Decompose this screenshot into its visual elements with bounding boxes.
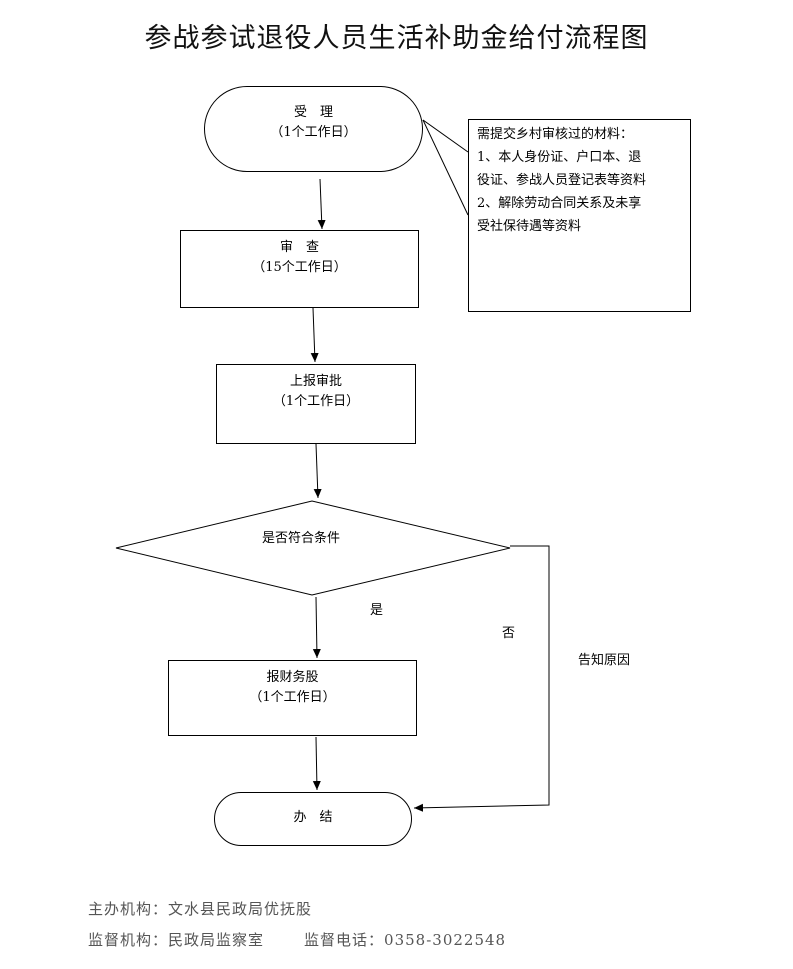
footer-supervisor: 监督机构：民政局监察室 监督电话：0358-3022548 bbox=[88, 929, 506, 950]
notify-reason-label: 告知原因 bbox=[578, 653, 631, 668]
page-title: 参战参试退役人员生活补助金给付流程图 bbox=[144, 23, 649, 54]
note-line-2: 1、本人身份证、户口本、退 bbox=[477, 150, 642, 165]
note-callout-line-bottom bbox=[422, 119, 469, 216]
step-done: 办 结 bbox=[214, 792, 412, 846]
footer-phone-value: 0358-3022548 bbox=[384, 931, 507, 949]
footer-host: 主办机构：文水县民政局优抚股 bbox=[88, 898, 312, 919]
arrow-yes-to-finance bbox=[312, 596, 321, 659]
footer-host-value: 文水县民政局优抚股 bbox=[168, 900, 313, 918]
step-review-days: （15个工作日） bbox=[252, 260, 347, 275]
arrow-report-to-decision bbox=[313, 443, 322, 499]
step-report-label: 上报审批 bbox=[289, 374, 342, 389]
footer-phone-label: 监督电话： bbox=[304, 931, 385, 949]
step-report-days: （1个工作日） bbox=[272, 394, 360, 409]
step-finance-label: 报财务股 bbox=[266, 670, 319, 685]
footer-supervisor-label: 监督机构： bbox=[88, 931, 169, 949]
arrow-accept-to-review bbox=[317, 178, 326, 230]
footer-host-label: 主办机构： bbox=[88, 900, 169, 918]
step-done-label: 办 结 bbox=[293, 810, 333, 825]
step-finance: 报财务股 （1个工作日） bbox=[168, 660, 417, 736]
step-accept-label: 受 理 bbox=[293, 105, 333, 120]
step-accept-days: （1个工作日） bbox=[270, 125, 357, 140]
arrow-review-to-report bbox=[310, 307, 319, 363]
materials-note: 需提交乡村审核过的材料： 1、本人身份证、户口本、退 役证、参战人员登记表等资料… bbox=[468, 119, 691, 312]
branch-yes-label: 是 bbox=[370, 603, 384, 618]
step-finance-days: （1个工作日） bbox=[249, 690, 336, 705]
decision-label: 是否符合条件 bbox=[262, 531, 341, 546]
step-accept: 受 理 （1个工作日） bbox=[204, 86, 423, 172]
note-line-4: 2、解除劳动合同关系及未享 bbox=[477, 196, 642, 211]
note-callout-line-top bbox=[422, 119, 469, 153]
arrow-no-branch bbox=[413, 545, 550, 812]
branch-no-label: 否 bbox=[502, 626, 516, 641]
step-review-label: 审 查 bbox=[279, 240, 319, 255]
footer-supervisor-value: 民政局监察室 bbox=[168, 931, 265, 949]
note-line-1: 需提交乡村审核过的材料： bbox=[477, 127, 634, 142]
note-line-3: 役证、参战人员登记表等资料 bbox=[477, 173, 647, 188]
arrow-finance-to-done bbox=[312, 736, 321, 791]
step-review: 审 查 （15个工作日） bbox=[180, 230, 419, 308]
decision-diamond bbox=[115, 500, 511, 596]
step-report: 上报审批 （1个工作日） bbox=[216, 364, 416, 444]
note-line-5: 受社保待遇等资料 bbox=[477, 219, 582, 234]
